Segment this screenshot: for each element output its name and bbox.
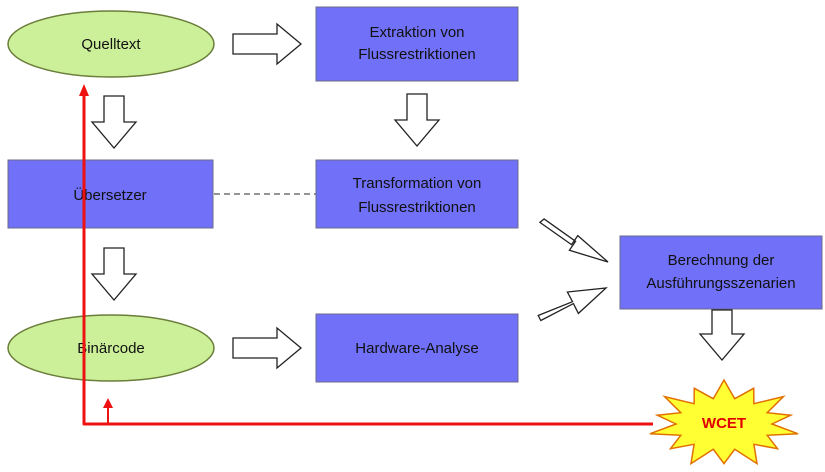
hardware-label: Hardware-Analyse xyxy=(355,340,478,357)
extraktion-label-line1: Extraktion von xyxy=(369,24,464,41)
transformation-box xyxy=(315,159,519,229)
arrow-quelltext-to-extraktion xyxy=(232,22,303,66)
node-quelltext: Quelltext xyxy=(7,10,215,78)
berechnung-label-line1: Berechnung der xyxy=(668,252,775,269)
binaercode-label: Binärcode xyxy=(77,340,145,357)
transformation-label-line1: Transformation von xyxy=(353,175,482,192)
node-extraktion: Extraktion von Flussrestriktionen xyxy=(315,6,519,82)
node-berechnung: Berechnung der Ausführungsszenarien xyxy=(619,235,823,310)
transformation-label-line2: Flussrestriktionen xyxy=(358,199,476,216)
arrow-uebersetzer-to-binaercode xyxy=(90,247,138,302)
node-binaercode: Binärcode xyxy=(7,314,215,382)
wcet-label: WCET xyxy=(702,415,746,432)
feedback-line xyxy=(82,92,653,426)
arrow-berechnung-to-wcet xyxy=(698,309,746,362)
arrow-quelltext-to-uebersetzer xyxy=(90,95,138,150)
hardware-box xyxy=(315,313,519,383)
berechnung-box xyxy=(619,235,823,310)
arrow-binaercode-to-hardware xyxy=(232,326,303,370)
node-wcet: WCET xyxy=(649,378,799,466)
arrow-transformation-to-berechnung xyxy=(538,218,609,263)
node-transformation: Transformation von Flussrestriktionen xyxy=(315,159,519,229)
feedback-arrowhead-quelltext xyxy=(79,84,89,96)
quelltext-label: Quelltext xyxy=(81,36,141,53)
node-hardware: Hardware-Analyse xyxy=(315,313,519,383)
extraktion-box xyxy=(315,6,519,82)
uebersetzer-box xyxy=(7,159,214,229)
binaercode-ellipse xyxy=(7,314,215,382)
uebersetzer-label: Übersetzer xyxy=(73,186,146,204)
arrow-hardware-to-berechnung xyxy=(537,287,608,322)
arrow-extraktion-to-transformation xyxy=(393,93,441,148)
berechnung-label-line2: Ausführungsszenarien xyxy=(646,275,795,292)
feedback-arrowhead-binaercode xyxy=(103,398,113,408)
wcet-starburst xyxy=(649,378,799,466)
quelltext-ellipse xyxy=(7,10,215,78)
node-uebersetzer: Übersetzer xyxy=(7,159,214,229)
extraktion-label-line2: Flussrestriktionen xyxy=(358,46,476,63)
